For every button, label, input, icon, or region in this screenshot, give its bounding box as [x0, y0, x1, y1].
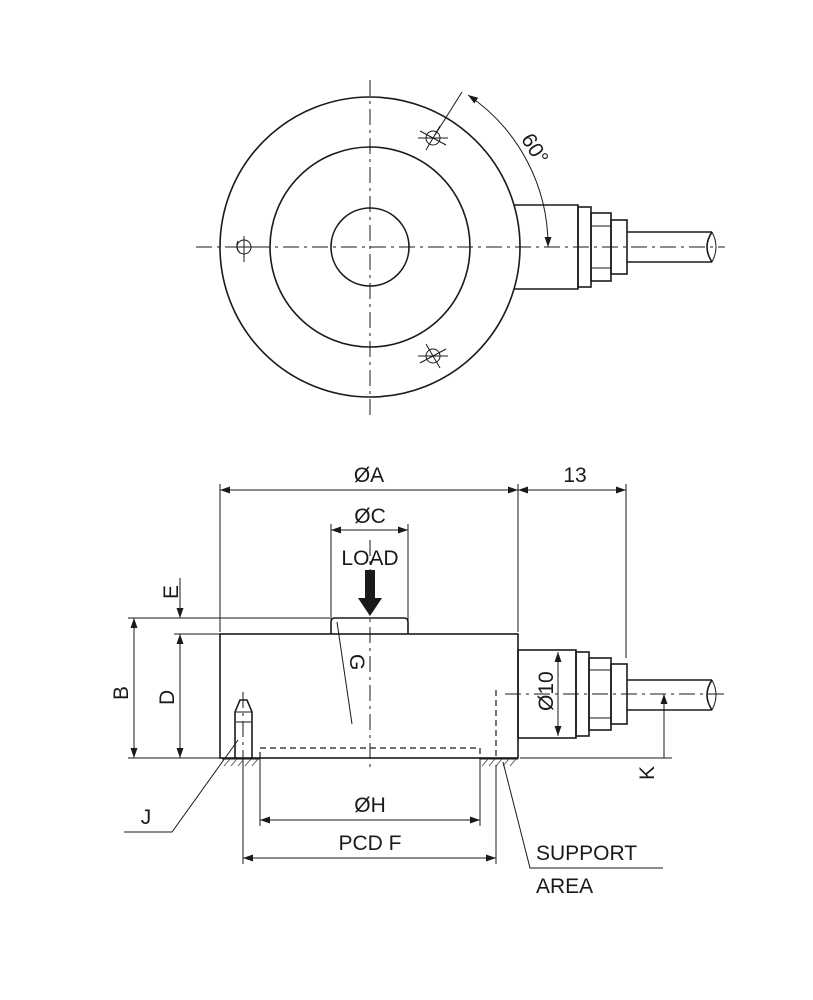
angle-dimension-arc — [467, 94, 552, 248]
pcd-f-label: PCD F — [339, 832, 402, 855]
load-button-circle — [269, 146, 471, 348]
g-leader — [336, 621, 353, 725]
outer-body-circle — [219, 96, 521, 398]
side-body — [219, 633, 519, 759]
j-label: J — [141, 806, 152, 829]
g-label: G — [345, 654, 368, 670]
top-connector — [514, 204, 717, 290]
area-label: AREA — [536, 875, 593, 898]
e-label: E — [160, 585, 183, 599]
top-view: 60° — [196, 80, 725, 418]
center-bore-circle — [330, 207, 410, 287]
support-area-leader — [502, 761, 663, 869]
load-button — [330, 617, 409, 634]
k-label: K — [636, 766, 659, 780]
support-hatch-left — [222, 758, 260, 767]
dia-c-label: ØC — [354, 505, 386, 528]
side-view: ØA 13 ØC LOAD G — [110, 464, 728, 898]
mounting-hole-left — [234, 236, 256, 262]
bottom-recess-hidden — [259, 747, 481, 758]
dim-13-label: 13 — [563, 464, 586, 487]
support-label: SUPPORT — [536, 842, 637, 865]
load-label: LOAD — [341, 547, 398, 570]
dia-a-label: ØA — [354, 464, 384, 487]
mounting-hole-lower — [418, 343, 448, 369]
support-hatch-right — [480, 758, 518, 767]
j-leader — [124, 739, 239, 833]
side-mounting-hole — [234, 692, 253, 765]
angle-label: 60° — [516, 129, 552, 168]
mounting-hole-upper — [418, 125, 448, 151]
d-label: D — [156, 690, 179, 705]
dia-10-label: Ø10 — [535, 671, 558, 711]
angle-extension-line — [434, 91, 463, 136]
dia-h-label: ØH — [354, 794, 386, 817]
side-connector — [505, 649, 728, 739]
b-label: B — [110, 686, 133, 700]
